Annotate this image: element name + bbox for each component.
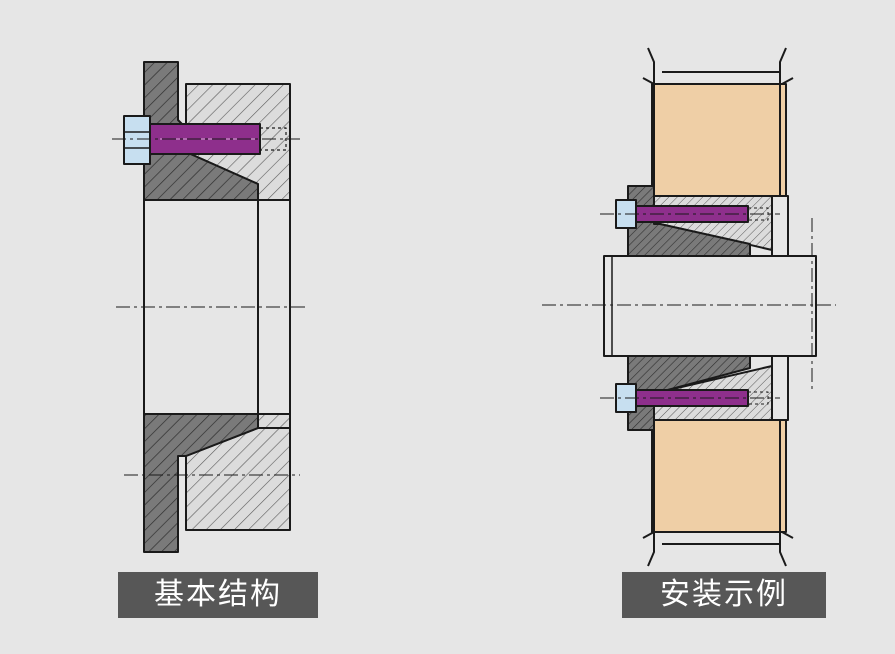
- installation-example-drawing: [542, 47, 836, 567]
- center-lines: [112, 138, 306, 476]
- basic-structure-drawing: [112, 61, 306, 553]
- caption-installation-example: 安装示例: [622, 572, 826, 618]
- shaft: [603, 255, 817, 357]
- thread-hole: [259, 127, 287, 151]
- caption-basic-structure: 基本结构: [118, 572, 318, 618]
- center-lines-right: [542, 213, 836, 399]
- outer-ring-bottom-step: [257, 413, 291, 429]
- locking-inner-ring-top: [627, 185, 751, 257]
- inner-ring-bottom: [143, 413, 259, 553]
- pulley-hub-top: [651, 83, 787, 197]
- pulley-hub-bottom: [651, 419, 787, 533]
- pulley-flanges: [642, 47, 794, 567]
- bolt-head: [123, 115, 151, 165]
